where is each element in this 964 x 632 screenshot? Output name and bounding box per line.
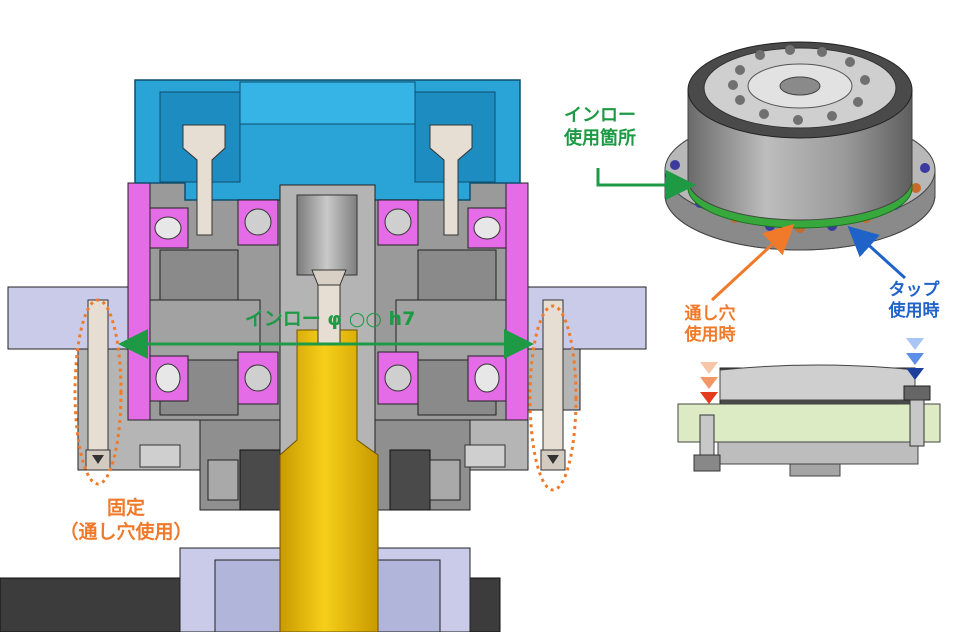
tap-line2: 使用時 bbox=[888, 301, 940, 322]
tap-arrow bbox=[847, 225, 907, 280]
tap-line1: タップ bbox=[888, 280, 940, 300]
spigot-location-line2: 使用箇所 bbox=[564, 127, 636, 149]
through-hole-line2: 使用時 bbox=[684, 325, 736, 346]
fixed-label-line1: 固定 bbox=[106, 497, 145, 519]
cross-section-view bbox=[0, 79, 647, 632]
fixed-label-line2: （通し穴使用） bbox=[59, 520, 193, 543]
spigot-dimension-label: インロー φ ○○ h7 bbox=[244, 308, 416, 330]
through-hole-label: 通し穴 使用時 bbox=[668, 304, 752, 347]
spigot-location-label: インロー 使用箇所 bbox=[545, 105, 655, 150]
mount-view bbox=[677, 338, 941, 477]
fixed-label: 固定 （通し穴使用） bbox=[56, 497, 196, 545]
left-fixing-highlight bbox=[73, 298, 123, 486]
spigot-location-line1: インロー bbox=[564, 105, 636, 126]
through-hole-arrow bbox=[710, 223, 795, 302]
spigot-location-arrow bbox=[596, 168, 696, 200]
right-fixing-highlight bbox=[528, 304, 578, 492]
iso-view bbox=[664, 41, 936, 251]
tap-label: タップ 使用時 bbox=[872, 280, 956, 323]
through-hole-line1: 通し穴 bbox=[684, 304, 736, 324]
